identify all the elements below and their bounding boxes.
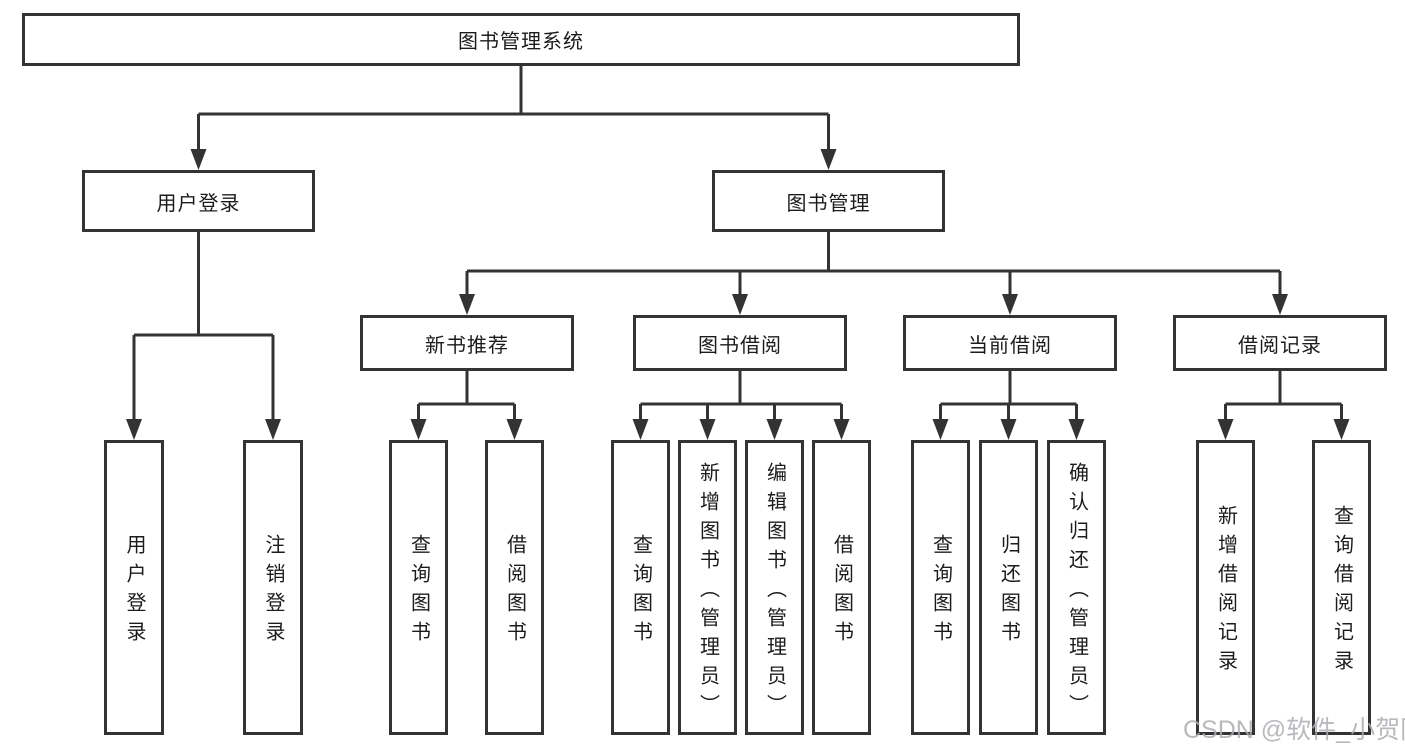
leaf-query-books-borrow: 查询图书 [611,440,670,735]
leaf-borrow-books-recommend: 借阅图书 [485,440,544,735]
leaf-add-borrow-record: 新增借阅记录 [1196,440,1255,735]
node-label: 图书借阅 [698,334,782,357]
node-borrow-records: 借阅记录 [1173,315,1387,371]
leaf-query-books-recommend: 查询图书 [389,440,448,735]
node-current-borrow: 当前借阅 [903,315,1117,371]
node-book-management: 图书管理 [712,170,945,232]
leaf-logout: 注销登录 [243,440,303,735]
leaf-label: 注销登录 [262,534,284,650]
node-label: 当前借阅 [968,334,1052,357]
leaf-label: 查询图书 [629,534,652,650]
node-label: 用户登录 [156,192,241,215]
node-label: 图书管理系统 [458,31,584,53]
node-book-borrow: 图书借阅 [633,315,847,371]
leaf-edit-books-admin: 编辑图书（管理员） [745,440,804,735]
leaf-return-books: 归还图书 [979,440,1038,735]
leaf-label: 归还图书 [997,534,1020,650]
leaf-confirm-return-admin: 确认归还（管理员） [1047,440,1106,735]
leaf-label: 查询图书 [407,534,430,650]
leaf-user-login: 用户登录 [104,440,164,735]
leaf-label: 新增图书（管理员） [696,461,719,723]
node-label: 借阅记录 [1238,334,1322,357]
csdn-watermark: CSDN @软件_小贺同学 [1183,716,1405,744]
leaf-borrow-books: 借阅图书 [812,440,871,735]
leaf-label: 查询借阅记录 [1330,505,1353,679]
leaf-label: 用户登录 [123,534,145,650]
leaf-label: 查询图书 [929,534,952,650]
node-root-book-management-system: 图书管理系统 [22,13,1020,66]
leaf-label: 编辑图书（管理员） [763,461,786,723]
leaf-label: 借阅图书 [830,534,853,650]
leaf-label: 借阅图书 [503,534,526,650]
leaf-add-books-admin: 新增图书（管理员） [678,440,737,735]
leaf-query-books-current: 查询图书 [911,440,970,735]
leaf-query-borrow-record: 查询借阅记录 [1312,440,1371,735]
node-user-login: 用户登录 [82,170,315,232]
node-new-book-recommend: 新书推荐 [360,315,574,371]
leaf-label: 确认归还（管理员） [1065,461,1088,723]
node-label: 新书推荐 [425,334,509,357]
leaf-label: 新增借阅记录 [1214,505,1237,679]
node-label: 图书管理 [786,192,871,215]
